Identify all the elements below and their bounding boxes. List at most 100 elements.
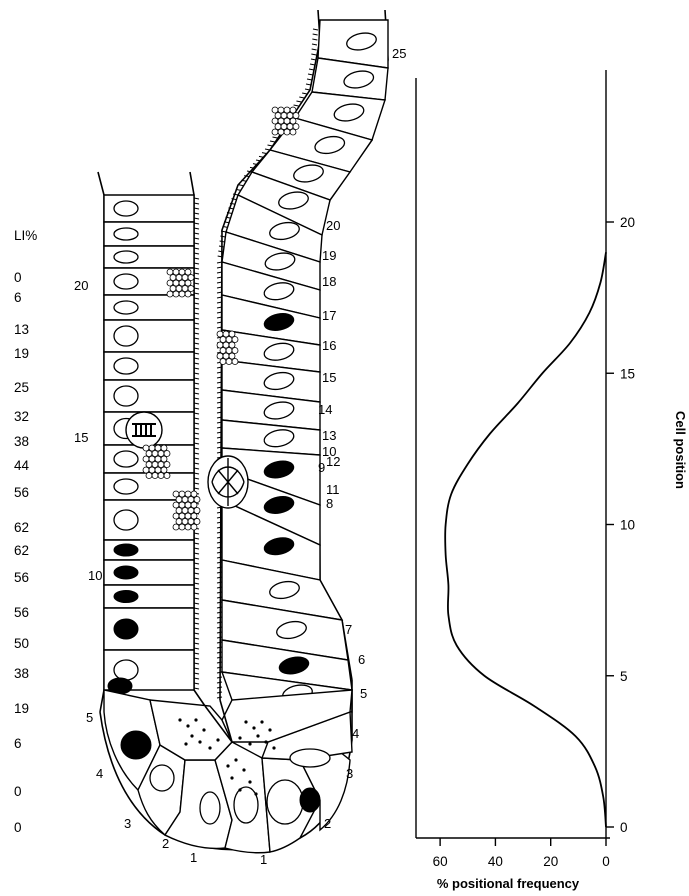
mucin-granule <box>176 286 182 292</box>
mucin-granule <box>223 342 229 348</box>
mucin-granule <box>143 445 149 451</box>
li-value: 13 <box>14 322 29 337</box>
paneth-dot <box>254 792 257 795</box>
right-position-number: 18 <box>322 274 336 289</box>
right-position-number: 15 <box>322 370 336 385</box>
li-value: 50 <box>14 636 29 651</box>
mucin-granule <box>188 508 194 514</box>
paneth-dot <box>198 740 201 743</box>
paneth-dot <box>190 734 193 737</box>
mucin-granule <box>188 275 194 281</box>
nucleus <box>114 510 138 530</box>
right-position-number: 1 <box>260 852 267 867</box>
mucin-granule <box>161 456 167 462</box>
mucin-granule <box>179 502 185 508</box>
mucin-granule <box>176 497 182 503</box>
microvillus <box>306 84 311 85</box>
mucin-granule <box>179 491 185 497</box>
mucin-granule <box>167 269 173 275</box>
li-value: 62 <box>14 543 29 558</box>
li-value: 6 <box>14 290 22 305</box>
microvillus <box>217 672 222 673</box>
mucin-granule <box>191 491 197 497</box>
mucin-granule <box>179 524 185 530</box>
mucin-granule <box>173 269 179 275</box>
right-cells <box>222 20 388 712</box>
right-position-number: 10 <box>322 444 336 459</box>
mucin-granule <box>155 467 161 473</box>
mucin-granule <box>290 107 296 113</box>
microvillus <box>311 54 316 55</box>
mucin-granule <box>173 502 179 508</box>
right-position-number: 16 <box>322 338 336 353</box>
nucleus <box>114 201 138 216</box>
mucin-granule <box>293 113 299 119</box>
mucin-granule <box>179 280 185 286</box>
paneth-dot <box>184 742 187 745</box>
mucin-granule <box>194 497 200 503</box>
microvillus <box>217 632 222 633</box>
li-value: 44 <box>14 458 30 473</box>
left-position-number: 3 <box>124 816 131 831</box>
paneth-dot <box>264 740 267 743</box>
mucin-granule <box>226 359 232 365</box>
paneth-dot <box>242 768 245 771</box>
mucin-granule <box>293 124 299 130</box>
mucin-granule <box>161 467 167 473</box>
li-value: 19 <box>14 701 29 716</box>
paneth-dot <box>252 726 255 729</box>
right-position-number: 3 <box>346 766 353 781</box>
microvillus <box>312 44 317 45</box>
nucleus <box>114 274 138 289</box>
labelled-nucleus <box>114 591 138 603</box>
mucin-granule <box>191 524 197 530</box>
microvillus <box>217 657 222 658</box>
right-position-number: 19 <box>322 248 336 263</box>
left-position-number: 2 <box>162 836 169 851</box>
mucin-granule <box>272 107 278 113</box>
li-value: 0 <box>14 784 22 799</box>
nucleus <box>114 301 138 314</box>
base-nucleus-left-4 <box>150 765 174 791</box>
right-position-number: 6 <box>358 652 365 667</box>
mucin-granule <box>229 342 235 348</box>
mucin-granule <box>182 497 188 503</box>
microvillus <box>307 79 312 80</box>
mucin-granule <box>173 280 179 286</box>
microvillus <box>313 34 318 35</box>
left-position-number: 10 <box>88 568 102 583</box>
microvillus <box>220 241 225 242</box>
paneth-dot <box>226 764 229 767</box>
microvillus <box>313 29 318 30</box>
mucin-granule <box>191 513 197 519</box>
li-value: 0 <box>14 270 22 285</box>
y-axis-title: Cell position <box>673 411 688 489</box>
right-position-number: 8 <box>326 496 333 511</box>
x-tick-label: 0 <box>602 854 610 869</box>
microvillus <box>217 647 222 648</box>
mucin-granule <box>152 462 158 468</box>
mucin-granule <box>220 348 226 354</box>
mucin-granule <box>232 348 238 354</box>
microvillus <box>217 607 222 608</box>
li-header: LI% <box>14 228 37 243</box>
labelled-nucleus <box>114 566 138 579</box>
li-value: 25 <box>14 380 29 395</box>
mucin-granule <box>167 280 173 286</box>
mucin-granule <box>275 124 281 130</box>
y-tick-label: 15 <box>620 366 635 381</box>
mucin-granule <box>217 353 223 359</box>
mucin-granule <box>149 445 155 451</box>
li-values: 061319253238445662625656503819600 <box>14 270 30 835</box>
paneth-dot <box>260 720 263 723</box>
li-value: 56 <box>14 570 29 585</box>
microvillus <box>217 612 222 613</box>
mucin-granule <box>194 519 200 525</box>
mucin-granule <box>185 513 191 519</box>
mucin-granule <box>185 524 191 530</box>
mucin-granule <box>176 275 182 281</box>
microvillus <box>312 49 317 50</box>
mucin-granule <box>287 113 293 119</box>
nucleus <box>114 251 138 263</box>
li-value: 19 <box>14 346 29 361</box>
